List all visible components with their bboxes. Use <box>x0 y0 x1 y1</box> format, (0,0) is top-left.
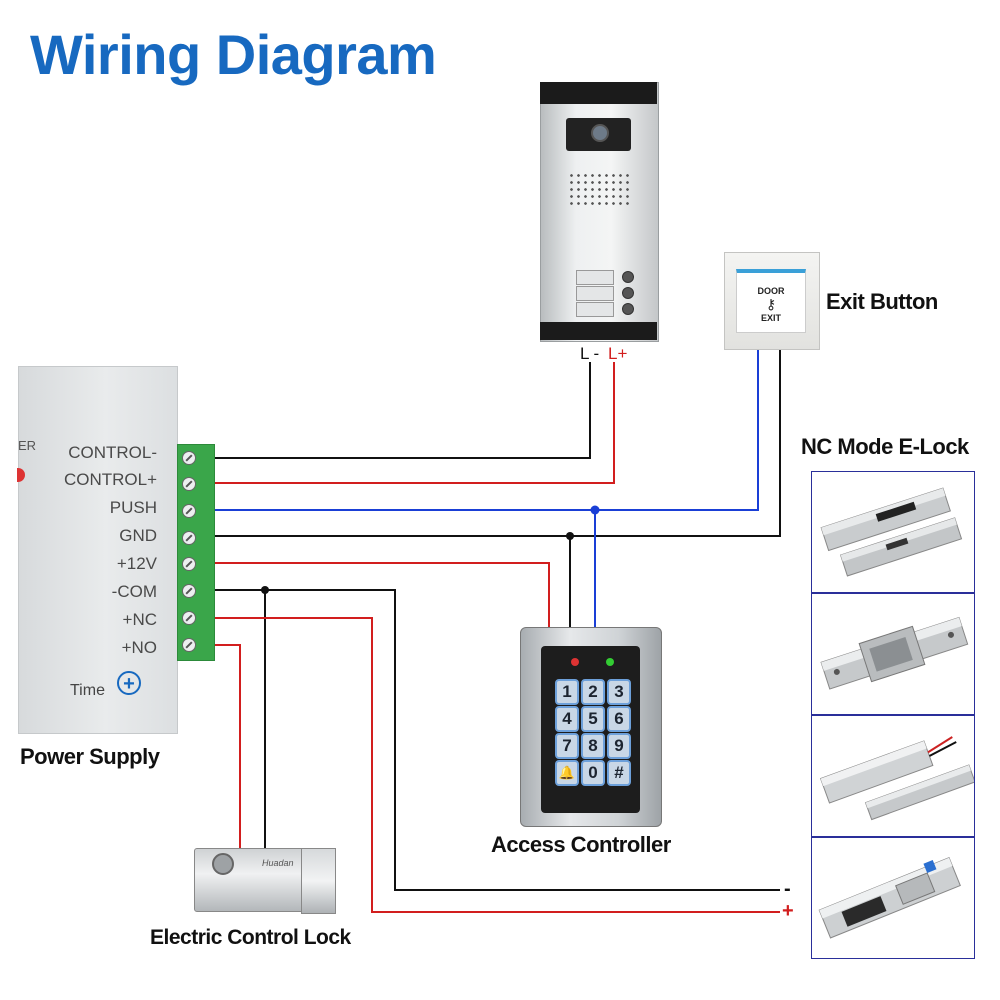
terminal-label: CONTROL- <box>68 443 157 462</box>
keypad-key: 4 <box>555 706 579 732</box>
keypad-key: 9 <box>607 733 631 759</box>
screw-icon <box>182 611 196 625</box>
elock-option-bolt-lock <box>811 471 975 593</box>
screw-icon <box>182 451 196 465</box>
terminal-label: CONTROL+ <box>63 470 157 489</box>
status-led-green-icon <box>606 658 614 666</box>
exit-button-exit-text: EXIT <box>760 313 781 323</box>
screw-icon <box>182 504 196 518</box>
keypad-key: 6 <box>607 706 631 732</box>
electric-lock-bolt <box>301 848 336 914</box>
keypad-key: 7 <box>555 733 579 759</box>
junction-dot <box>590 505 600 515</box>
wire-control-minus <box>213 362 591 459</box>
wire-com <box>213 589 780 891</box>
keypad-key: 5 <box>581 706 605 732</box>
terminal-label: +12V <box>116 554 157 573</box>
electric-control-lock-label: Electric Control Lock <box>150 926 351 949</box>
call-button-icon <box>622 287 634 299</box>
terminal-l-plus: L+ <box>608 344 628 363</box>
bell-key-icon: 🔔 <box>555 760 579 786</box>
terminal-label: -COM <box>111 582 157 601</box>
door-station-top-cap <box>540 82 657 104</box>
time-label: Time <box>70 682 105 699</box>
camera-lens-icon <box>591 124 609 142</box>
exit-button-face <box>736 269 806 333</box>
speaker-grille <box>568 172 630 208</box>
junction-dot <box>566 532 574 540</box>
wire-nc <box>213 617 780 913</box>
screw-icon <box>182 584 196 598</box>
screw-icon <box>182 638 196 652</box>
junction-dot <box>261 586 269 594</box>
name-slot <box>576 302 614 317</box>
diagram-title: Wiring Diagram <box>30 23 437 86</box>
terminal-l-minus: L - <box>580 344 600 363</box>
drop-bolt-icon <box>818 857 961 939</box>
magnetic-lock-icon <box>819 736 974 821</box>
power-supply-label: Power Supply <box>20 744 160 769</box>
wire-push <box>213 348 759 511</box>
keypad-key: # <box>607 760 631 786</box>
keypad-key: 2 <box>581 679 605 705</box>
status-led-red-icon <box>571 658 579 666</box>
access-controller-label: Access Controller <box>491 832 671 857</box>
key-icon: ⚷ <box>765 296 777 312</box>
elock-minus-terminal: - <box>784 878 791 900</box>
terminal-block <box>177 444 215 661</box>
time-knob-icon: + <box>117 671 141 695</box>
elock-option-drop-bolt <box>811 837 975 959</box>
terminal-label: PUSH <box>109 498 157 517</box>
screw-icon <box>182 557 196 571</box>
keypad-key: 3 <box>607 679 631 705</box>
wire-12v <box>213 562 550 627</box>
name-slot <box>576 286 614 301</box>
elock-option-magnetic <box>811 715 975 837</box>
terminal-label: +NC <box>122 610 157 629</box>
elock-option-strike <box>811 593 975 715</box>
terminal-label: GND <box>119 526 157 545</box>
terminal-label: +NO <box>121 638 157 657</box>
elock-plus-terminal: + <box>782 900 794 922</box>
keypad-key: 1 <box>555 679 579 705</box>
keypad-key: 8 <box>581 733 605 759</box>
screw-icon <box>182 477 196 491</box>
electric-strike-icon <box>820 616 969 690</box>
lock-cylinder-icon <box>212 853 234 875</box>
wire-gnd <box>213 348 781 537</box>
door-station-bottom-cap <box>540 322 657 340</box>
wire-no <box>213 644 241 848</box>
bolt-lock-icon <box>820 487 963 577</box>
call-button-icon <box>622 271 634 283</box>
keypad-key: 0 <box>581 760 605 786</box>
name-slot <box>576 270 614 285</box>
power-supply-unit: CONTROL- CONTROL+ PUSH GND +12V -COM +NC… <box>18 366 178 734</box>
wire-control-plus <box>213 362 615 484</box>
exit-button-label: Exit Button <box>826 289 938 314</box>
screw-icon <box>182 531 196 545</box>
nc-mode-elock-label: NC Mode E-Lock <box>801 434 969 459</box>
power-supply-label-fragment: ER <box>18 438 37 453</box>
exit-button-door-text: DOOR <box>757 286 785 296</box>
call-button-icon <box>622 303 634 315</box>
electric-lock-brand: Huadan <box>262 858 294 868</box>
power-led-icon <box>17 468 25 482</box>
